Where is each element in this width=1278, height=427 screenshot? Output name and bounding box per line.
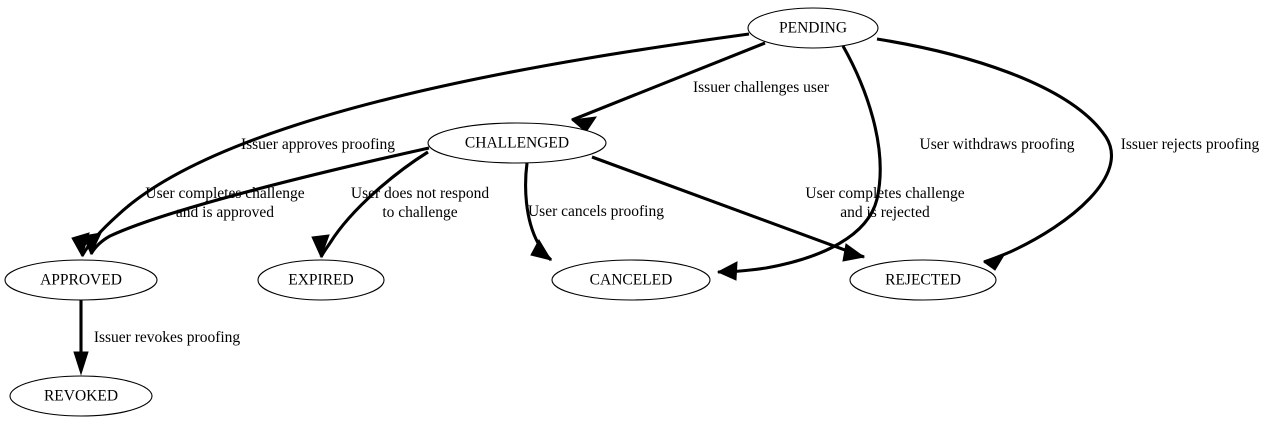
state-node-ellipse — [9, 375, 153, 417]
edge-line-challenged-expired — [319, 150, 429, 258]
state-node-label: REJECTED — [885, 272, 961, 289]
state-node-revoked[interactable]: REVOKED — [9, 375, 153, 417]
edge-label-pending-approved: Issuer approves proofing — [241, 136, 395, 153]
state-node-challenged[interactable]: CHALLENGED — [427, 122, 607, 164]
edge-label-pending-rejected: Issuer rejects proofing — [1121, 136, 1260, 153]
state-node-label: PENDING — [779, 20, 847, 37]
edge-label-text: Issuer approves proofing — [241, 136, 395, 153]
edge-line-challenged-approved — [89, 146, 430, 255]
arrowhead-icon — [82, 232, 102, 256]
edge-challenged-expired — [311, 150, 429, 259]
state-node-ellipse — [551, 259, 711, 301]
edge-label-text: Issuer rejects proofing — [1121, 136, 1260, 153]
nodes-layer: PENDING CHALLENGED APPROVED EXPIRED CANCELED… — [4, 7, 997, 417]
edge-challenged-approved — [82, 146, 430, 256]
edge-label-challenged-canceled: User cancels proofing — [528, 203, 664, 220]
edge-label-pending-challenged: Issuer challenges user — [693, 79, 830, 96]
arrowhead-icon — [570, 116, 598, 133]
arrowhead-icon — [311, 234, 330, 259]
state-node-canceled[interactable]: CANCELED — [551, 259, 711, 301]
edge-pending-canceled — [716, 45, 882, 281]
arrowhead-icon — [716, 261, 738, 281]
arrowhead-icon — [842, 243, 866, 262]
edge-label-text: User cancels proofing — [528, 203, 664, 220]
edge-label-text: Issuer challenges user — [693, 79, 830, 96]
edge-label-approved-revoked: Issuer revokes proofing — [94, 329, 241, 346]
state-node-label: CHALLENGED — [465, 135, 569, 152]
state-node-ellipse — [747, 7, 879, 49]
state-node-ellipse — [257, 259, 385, 301]
state-node-rejected[interactable]: REJECTED — [849, 259, 997, 301]
edge-challenged-rejected — [591, 155, 866, 262]
edge-approved-revoked — [73, 300, 89, 376]
edge-line-pending-canceled — [717, 45, 882, 274]
edge-pending-approved — [71, 32, 750, 258]
arrowhead-icon — [73, 351, 89, 376]
edge-line-challenged-rejected — [591, 155, 865, 259]
arrowhead-icon — [982, 254, 1006, 271]
state-node-pending[interactable]: PENDING — [747, 7, 879, 49]
edge-pending-rejected — [876, 37, 1113, 271]
edge-label-text: User withdraws proofing — [920, 136, 1075, 153]
arrowhead-icon — [530, 238, 553, 261]
state-node-approved[interactable]: APPROVED — [4, 259, 158, 301]
edge-pending-challenged — [570, 41, 766, 133]
edge-challenged-canceled — [524, 162, 553, 262]
state-node-label: REVOKED — [44, 388, 118, 405]
edges-layer — [71, 32, 1113, 376]
edge-line-pending-challenged — [571, 41, 766, 122]
state-node-ellipse — [427, 122, 607, 164]
state-node-expired[interactable]: EXPIRED — [257, 259, 385, 301]
edge-label-text: Issuer revokes proofing — [94, 329, 241, 346]
edge-line-pending-approved — [80, 32, 750, 257]
state-node-label: EXPIRED — [288, 272, 353, 289]
edge-label-pending-canceled: User withdraws proofing — [920, 136, 1075, 153]
state-node-ellipse — [4, 259, 158, 301]
state-node-ellipse — [849, 259, 997, 301]
state-node-label: APPROVED — [40, 272, 122, 289]
state-node-label: CANCELED — [590, 272, 673, 289]
